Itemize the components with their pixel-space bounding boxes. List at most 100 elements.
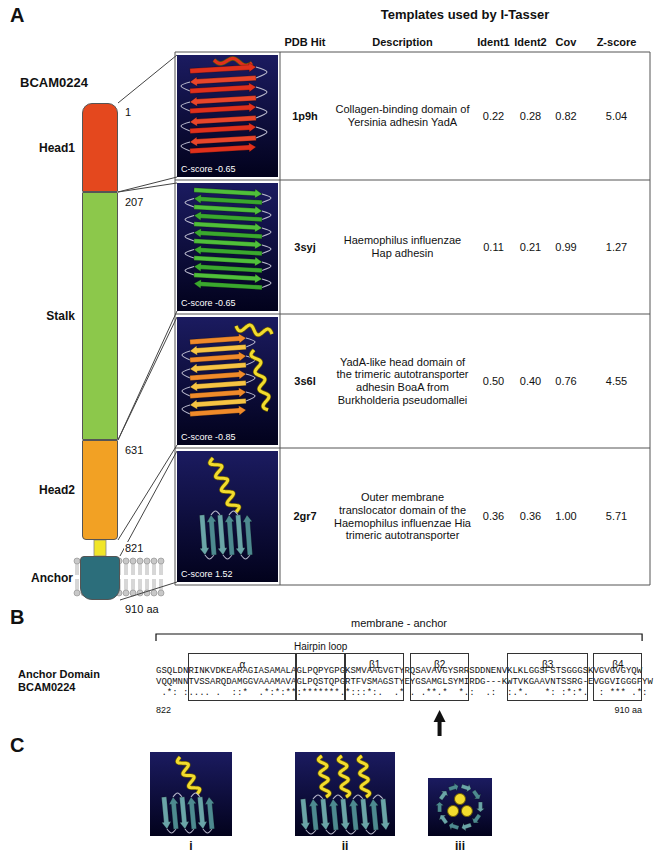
grid-line: [175, 52, 650, 53]
sequence-name: Anchor Domain BCAM0224: [18, 668, 118, 693]
lipid-tail: [146, 579, 147, 590]
structure-image: [428, 778, 492, 836]
beta-strand: [190, 370, 246, 381]
zoom-line: [118, 55, 177, 192]
table-cell: 5.04: [584, 54, 649, 178]
alpha-helix: [251, 350, 269, 410]
table-cell: Haemophilus influenzae Hap adhesin: [331, 182, 474, 312]
structure-image: [177, 317, 278, 445]
beta-strand: [190, 388, 246, 399]
beta-strand: [243, 515, 253, 555]
beta-strand: [194, 256, 262, 266]
beta-strand: [180, 797, 190, 829]
helix-end: [448, 806, 459, 817]
table-cell: 5.71: [584, 450, 649, 583]
sequence-box: β2: [410, 653, 469, 701]
table-cell: 3syj: [281, 182, 329, 312]
residue-number: 207: [124, 196, 144, 209]
table-cell: 2gr7: [281, 450, 329, 583]
coil-loop: [241, 555, 250, 559]
beta-strand: [190, 63, 256, 74]
table-cell: YadA-like head domain of the trimeric au…: [331, 316, 474, 446]
coil-loop: [262, 262, 271, 271]
coil-loop: [181, 142, 190, 151]
beta-strand: [435, 802, 443, 812]
lipid-tail: [141, 579, 142, 590]
beta-strand: [190, 136, 256, 147]
beta-strand: [194, 229, 262, 239]
residue-number: 631: [124, 444, 144, 457]
beta-strand: [187, 797, 197, 829]
coil-loop: [191, 793, 200, 797]
coil-loop: [366, 830, 376, 834]
table-cell: 0.40: [513, 316, 548, 446]
c-score: C-score -0.85: [181, 432, 236, 442]
alpha-helix: [177, 757, 199, 794]
coil-loop: [182, 351, 190, 360]
alpha-helix: [318, 756, 329, 797]
lipid-tail: [153, 564, 154, 575]
beta-strand: [194, 239, 262, 249]
lipid-tail: [146, 564, 147, 575]
lipid-tail: [134, 564, 135, 575]
alpha-helix: [214, 58, 252, 65]
table-header: Ident1: [475, 34, 512, 50]
beta-strand: [190, 143, 256, 154]
domain-segment: Head2: [82, 440, 118, 540]
lipid-head: [123, 590, 129, 596]
residue-number: 1: [124, 106, 132, 119]
coil-loop: [203, 829, 212, 833]
beta-strand: [190, 116, 256, 127]
coil-loop: [246, 338, 255, 347]
lipid-tail: [162, 579, 163, 590]
coil-loop: [185, 199, 194, 208]
sequence-box: β4: [593, 653, 642, 701]
structure-image: [150, 752, 232, 836]
sequence-box: β1: [345, 653, 404, 701]
coil-loop: [182, 387, 190, 396]
beta-strand: [190, 334, 246, 345]
sequence-box: β3: [507, 653, 588, 701]
coil-loop: [306, 830, 316, 834]
lipid-tail: [125, 579, 126, 590]
coil-loop: [353, 795, 363, 799]
conservation-line: .*: :.... . ::* .*:*:**:*******.*:::*:. …: [156, 688, 647, 699]
table-cell: 0.99: [550, 182, 582, 312]
alpha-helix: [251, 350, 269, 410]
grid-line: [280, 52, 281, 585]
coil-loop: [185, 216, 194, 225]
lipid-head: [137, 558, 143, 564]
lipid-tail: [139, 564, 140, 575]
beta-strand: [190, 363, 246, 374]
coil-loop: [211, 511, 220, 515]
coil-loop: [181, 82, 190, 91]
beta-strand: [190, 123, 256, 134]
table-cell: 0.36: [476, 450, 511, 583]
subpanel-label: ii: [342, 840, 349, 854]
table-cell: Outer membrane translocator domain of th…: [331, 450, 474, 583]
alpha-helix: [318, 756, 329, 797]
beta-strand: [369, 799, 379, 830]
alpha-helix: [236, 325, 272, 335]
beta-strand: [194, 263, 262, 273]
lipid-tail: [76, 564, 77, 575]
structure-panel: C-score 1.52: [177, 451, 278, 582]
lipid-tail: [132, 564, 133, 575]
table-header: Description: [330, 34, 475, 50]
coil-loop: [185, 829, 194, 833]
pointer-arrow: [438, 720, 442, 736]
coil-loop: [182, 369, 190, 378]
alpha-helix: [338, 756, 349, 797]
residue-number: 822: [156, 705, 171, 715]
alpha-helix: [177, 757, 199, 794]
table-cell: 0.11: [476, 182, 511, 312]
lipid-tail: [155, 564, 156, 575]
pointer-arrow: [434, 710, 446, 722]
table-cell: 1.00: [550, 450, 582, 583]
coil-loop: [229, 511, 238, 515]
lipid-tail: [160, 564, 161, 575]
grid-line: [175, 585, 650, 586]
table-cell: 0.82: [550, 54, 582, 178]
beta-strand: [194, 222, 262, 232]
grid-line: [175, 52, 176, 585]
